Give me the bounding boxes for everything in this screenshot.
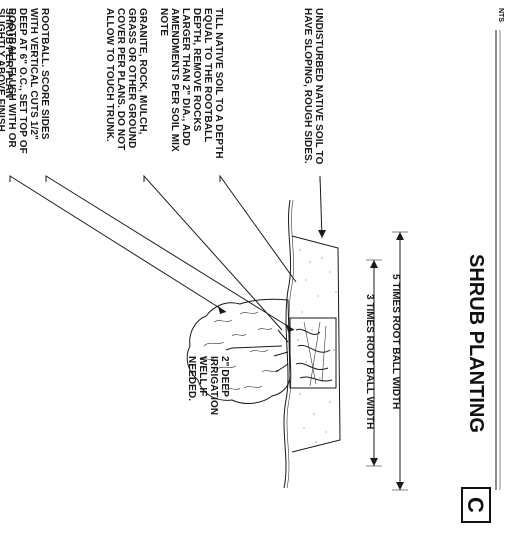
dimension-3x: 3 TIMES ROOT BALL WIDTH [364, 259, 382, 467]
callout-till-line: EQUAL TO THE ROOTBALL [202, 8, 213, 143]
callout-rootball-line: DEEP AT 6" O.C., SET TOP OF [17, 8, 28, 154]
title-block: C SHRUB PLANTING NTS [461, 8, 504, 523]
callout-rootball-line: SLIGHTLY ABOVE FINISH [0, 8, 6, 132]
callout-shrub-line: SHRUB PER PLAN [3, 8, 14, 98]
callout-irrigation-line: IRRIGATION [208, 356, 219, 415]
callout-irrigation-line: 2" DEEP [219, 356, 230, 397]
callout-rootball-line: ROOTBALL FLUSH WITH OR [6, 8, 17, 148]
detail-letter-box [461, 487, 491, 523]
callout-rootball-line: WITH VERTICAL CUTS 1/2" [28, 8, 39, 140]
svg-text:TILL NATIVE SOIL TO A DEPTHEQU: TILL NATIVE SOIL TO A DEPTHEQUAL TO THE … [158, 8, 224, 159]
soil-section [283, 199, 341, 489]
callout-till: TILL NATIVE SOIL TO A DEPTHEQUAL TO THE … [158, 8, 224, 159]
callout-groundcover-line: COVER PER PLANS. DO NOT [115, 8, 126, 150]
callout-native-line: UNDISTURBED NATIVE SOIL TO [313, 8, 324, 165]
callout-irrigation: 2" DEEPIRRIGATIONWELL IFNEEDED. [186, 356, 230, 415]
callout-groundcover-line: GRANITE, ROCK, MULCH, [137, 8, 148, 135]
dimension-5x: 5 TIMES ROOT BALL WIDTH [390, 231, 408, 491]
svg-text:SHRUB PER PLAN: SHRUB PER PLAN [3, 8, 14, 98]
callout-native-line: HAVE SLOPING, ROUGH SIDES. [302, 8, 313, 164]
callout-groundcover-line: GRASS OR OTHER GROUND [126, 8, 137, 148]
detail-letter: C [463, 497, 488, 513]
svg-text:UNDISTURBED NATIVE SOIL TOHAVE: UNDISTURBED NATIVE SOIL TOHAVE SLOPING, … [302, 8, 324, 165]
svg-text:GRANITE, ROCK, MULCH,GRASS OR: GRANITE, ROCK, MULCH,GRASS OR OTHER GROU… [104, 8, 148, 150]
detail-title: SHRUB PLANTING [465, 254, 487, 433]
callout-shrub: SHRUB PER PLAN [3, 8, 14, 98]
callout-till-line: DEPTH, REMOVE ROCKS [191, 8, 202, 132]
dim-5x-label: 5 TIMES ROOT BALL WIDTH [390, 274, 401, 409]
dim-3x-label: 3 TIMES ROOT BALL WIDTH [364, 294, 375, 429]
callout-rootball: ROOTBALL. SCORE SIDESWITH VERTICAL CUTS … [0, 8, 50, 154]
callout-till-line: TILL NATIVE SOIL TO A DEPTH [213, 8, 224, 159]
callout-groundcover-line: ALLOW TO TOUCH TRUNK. [104, 8, 115, 142]
callout-till-line: NOTE [158, 8, 169, 36]
finish-grade-line [283, 199, 292, 489]
callout-rootball-line: ROOTBALL. SCORE SIDES [39, 8, 50, 140]
svg-text:ROOTBALL. SCORE SIDESWITH VERT: ROOTBALL. SCORE SIDESWITH VERTICAL CUTS … [0, 8, 50, 154]
callout-groundcover: GRANITE, ROCK, MULCH,GRASS OR OTHER GROU… [104, 8, 148, 150]
rootball [289, 317, 337, 389]
svg-text:2" DEEPIRRIGATIONWELL IFNEEDED: 2" DEEPIRRIGATIONWELL IFNEEDED. [186, 356, 230, 415]
callout-irrigation-line: WELL IF [197, 356, 208, 397]
planting-pit-outline [291, 235, 341, 453]
leader-lines [9, 174, 326, 351]
callout-till-line: LARGER THAN 2" DIA., ADD [180, 8, 191, 146]
callout-native-soil: UNDISTURBED NATIVE SOIL TOHAVE SLOPING, … [302, 8, 324, 165]
shrub-canopy [186, 298, 291, 404]
callout-irrigation-line: NEEDED. [186, 356, 197, 401]
callout-till-line: AMENDMENTS PER SOIL MIX [169, 8, 180, 152]
scale-note: NTS [497, 8, 504, 22]
